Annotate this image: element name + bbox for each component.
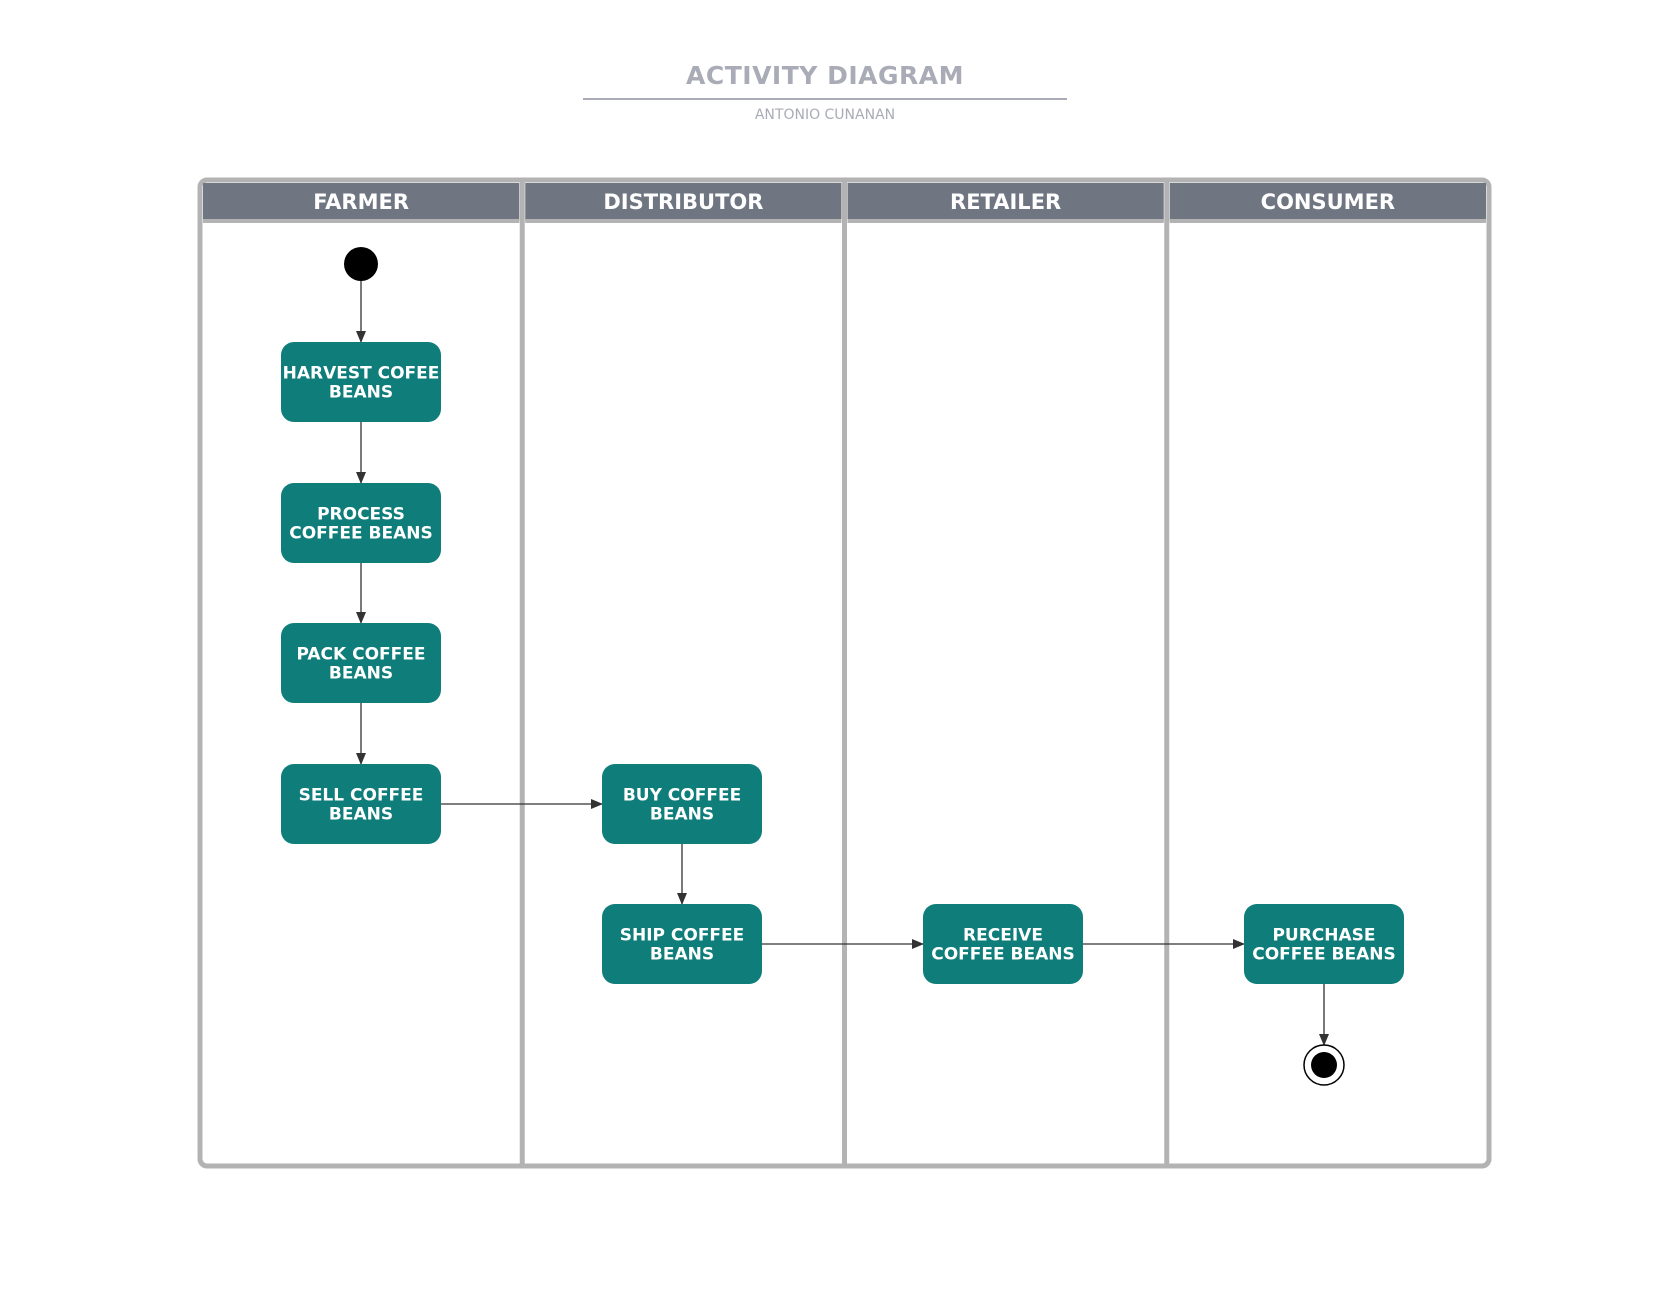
activity-label: COFFEE BEANS: [1252, 945, 1396, 965]
diagram-author: ANTONIO CUNANAN: [754, 107, 896, 123]
activity-label: BEANS: [650, 805, 714, 825]
activity-label: PURCHASE: [1272, 926, 1375, 946]
activity-label: BEANS: [329, 664, 393, 684]
lane-header-retailer: [847, 183, 1164, 221]
lane-title-consumer: CONSUMER: [1261, 190, 1395, 214]
control-flows: [356, 281, 1329, 1046]
swimlanes: FARMER DISTRIBUTOR RETAILER CONSUMER: [197, 177, 1492, 1169]
lane-title-distributor: DISTRIBUTOR: [603, 190, 763, 214]
activity-box[interactable]: [281, 483, 441, 563]
activity-label: COFFEE BEANS: [931, 945, 1075, 965]
activity-label: BEANS: [329, 383, 393, 403]
activity-label: BUY COFFEE: [623, 786, 741, 806]
activity-box[interactable]: [281, 342, 441, 422]
activity-label: RECEIVE: [963, 926, 1043, 946]
initial-node: [344, 247, 378, 281]
activity-label: PACK COFFEE: [296, 645, 425, 665]
activity-box[interactable]: [923, 904, 1083, 984]
activity-box[interactable]: [602, 764, 762, 844]
final-node: [1311, 1052, 1337, 1078]
activity-box[interactable]: [281, 623, 441, 703]
lane-header-farmer: [203, 183, 520, 221]
diagram-title: ACTIVITY DIAGRAM: [686, 61, 964, 90]
activity-box[interactable]: [281, 764, 441, 844]
activity-box[interactable]: [602, 904, 762, 984]
diagram-header: ACTIVITY DIAGRAM ANTONIO CUNANAN: [583, 58, 1067, 124]
activity-box[interactable]: [1244, 904, 1404, 984]
title-underline: [583, 98, 1067, 100]
activity-label: SELL COFFEE: [299, 786, 424, 806]
lane-header-consumer: [1169, 183, 1486, 221]
activity-label: HARVEST COFEE: [283, 364, 440, 384]
activity-label: PROCESS: [317, 505, 405, 525]
lane-title-farmer: FARMER: [313, 190, 409, 214]
activity-label: COFFEE BEANS: [289, 524, 433, 544]
lane-header-distributor: [525, 183, 842, 221]
activity-label: BEANS: [329, 805, 393, 825]
activity-label: BEANS: [650, 945, 714, 965]
lane-title-retailer: RETAILER: [950, 190, 1061, 214]
activity-label: SHIP COFFEE: [620, 926, 745, 946]
